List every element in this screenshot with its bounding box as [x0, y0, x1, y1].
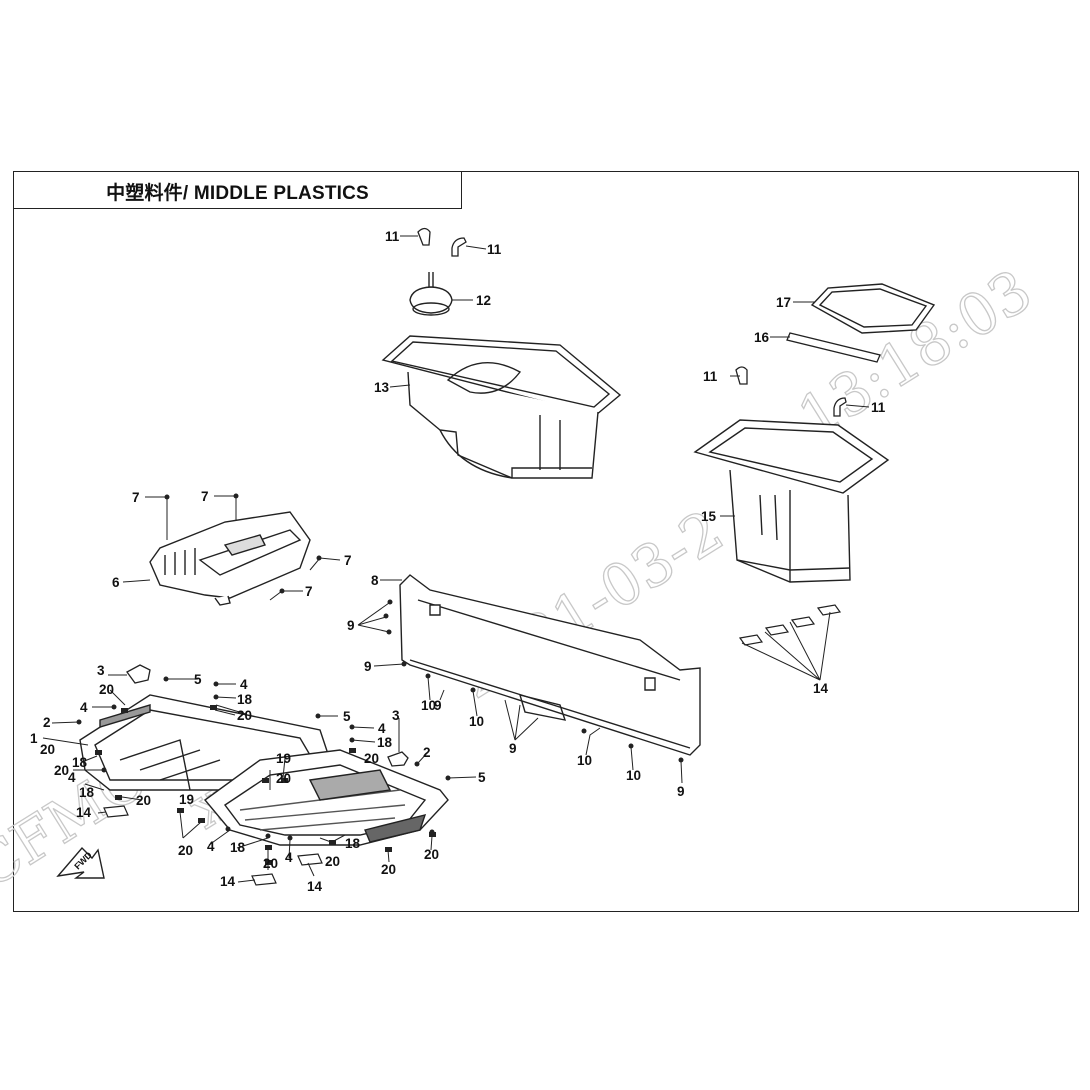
callout-11-right-b: 11 — [871, 400, 886, 415]
callout-9-e: 9 — [677, 784, 685, 799]
watermark-time: 13:18:03 — [786, 256, 1043, 452]
callout-10-a: 10 — [421, 698, 436, 713]
cover-part-6 — [149, 511, 311, 606]
callout-20-j: 20 — [325, 854, 340, 869]
callout-18-e: 18 — [230, 840, 246, 855]
callout-6: 6 — [112, 575, 120, 590]
callout-16: 16 — [754, 330, 770, 345]
callout-4-a: 4 — [240, 677, 248, 692]
callout-4-f: 4 — [285, 850, 293, 865]
title-box: 中塑料件/ MIDDLE PLASTICS — [13, 171, 462, 209]
callout-20-d: 20 — [40, 742, 55, 757]
callout-5-b: 5 — [343, 709, 351, 724]
callout-11-top-left: 11 — [385, 229, 400, 244]
callout-18-f: 18 — [345, 836, 361, 851]
callout-19-b: 19 — [276, 751, 291, 766]
callout-20-g: 20 — [276, 771, 291, 786]
callout-8: 8 — [371, 573, 379, 588]
callout-10-b: 10 — [469, 714, 484, 729]
callout-20-a: 20 — [237, 708, 252, 723]
callout-7-d: 7 — [305, 584, 313, 599]
callout-18-a: 18 — [237, 692, 253, 707]
diagram-frame — [13, 171, 1079, 912]
fwd-arrow-icon: FWD — [56, 846, 105, 879]
callout-4-e: 4 — [207, 839, 215, 854]
callout-14-left-c: 14 — [307, 879, 323, 894]
callout-18-c: 18 — [72, 755, 88, 770]
callout-labels: 11 11 12 13 17 16 11 11 15 14 7 7 7 7 6 … — [30, 229, 886, 894]
callout-20-k: 20 — [381, 862, 396, 877]
clip-part-11-c — [735, 366, 748, 385]
callout-19-a: 19 — [179, 792, 194, 807]
clip-part-11-a — [417, 227, 431, 246]
callout-14-left-b: 14 — [220, 874, 236, 889]
seal-strip-part-16 — [786, 332, 881, 363]
callout-20-l: 20 — [424, 847, 439, 862]
callout-20-f: 20 — [136, 793, 151, 808]
callout-3-b: 3 — [392, 708, 400, 723]
callout-20-e: 20 — [54, 763, 69, 778]
box-part-15 — [693, 419, 890, 583]
clip-part-3-b — [387, 751, 409, 767]
callout-10-d: 10 — [626, 768, 641, 783]
clip-part-11-d — [833, 397, 847, 417]
floor-right-part-2 — [203, 749, 449, 846]
storage-bin-part-13 — [381, 335, 622, 479]
callout-4-b: 4 — [378, 721, 386, 736]
callout-9-c: 9 — [434, 698, 442, 713]
callout-7-b: 7 — [201, 489, 209, 504]
callout-3-a: 3 — [97, 663, 105, 678]
callout-14-right: 14 — [813, 681, 829, 696]
callout-20-i: 20 — [263, 856, 278, 871]
callout-18-b: 18 — [377, 735, 393, 750]
callout-4-d: 4 — [68, 770, 76, 785]
diagram-title: 中塑料件/ MIDDLE PLASTICS — [106, 183, 369, 204]
pads-part-14-right — [738, 604, 842, 646]
callout-5-a: 5 — [194, 672, 202, 687]
leader-lines — [42, 235, 870, 883]
callout-20-c: 20 — [99, 682, 114, 697]
callout-14-left-a: 14 — [76, 805, 92, 820]
side-panel-part-8 — [399, 574, 701, 756]
callout-20-h: 20 — [178, 843, 193, 858]
callout-5-c: 5 — [478, 770, 486, 785]
callout-2-a: 2 — [43, 715, 51, 730]
callout-17: 17 — [776, 295, 791, 310]
callout-1: 1 — [30, 731, 38, 746]
callout-12: 12 — [476, 293, 491, 308]
callout-11-right-a: 11 — [703, 369, 718, 384]
clip-part-3-a — [126, 664, 151, 684]
callout-18-d: 18 — [79, 785, 95, 800]
callout-9-d: 9 — [509, 741, 517, 756]
callout-9-b: 9 — [364, 659, 372, 674]
callout-7-c: 7 — [344, 553, 352, 568]
callout-11-top-right: 11 — [487, 242, 502, 257]
funnel-part-12 — [409, 272, 453, 316]
callout-7-a: 7 — [132, 490, 140, 505]
callout-13: 13 — [374, 380, 390, 395]
callout-20-b: 20 — [364, 751, 379, 766]
callout-2-b: 2 — [423, 745, 431, 760]
pads-part-14-left — [103, 805, 323, 886]
clip-part-11-b — [451, 237, 467, 257]
callout-15: 15 — [701, 509, 717, 524]
callout-10-c: 10 — [577, 753, 592, 768]
lid-part-17 — [810, 283, 936, 334]
callout-9-a: 9 — [347, 618, 355, 633]
callout-4-c: 4 — [80, 700, 88, 715]
